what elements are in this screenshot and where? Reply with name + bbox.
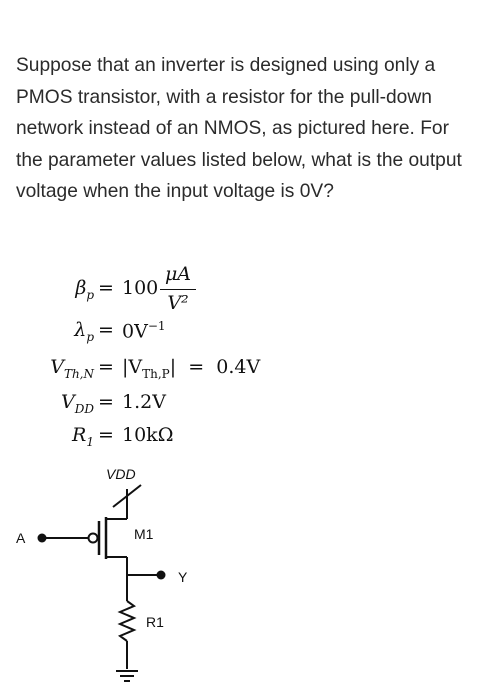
pmos-gate-bubble — [87, 532, 99, 544]
transistor-label: M1 — [134, 526, 154, 542]
vth-n-symbol: VTh,N — [50, 356, 94, 381]
beta-unit-fraction: μA V² — [160, 263, 196, 314]
output-terminal — [156, 570, 166, 580]
beta-unit-denominator: V² — [167, 292, 189, 314]
vdd-rail-slash — [112, 484, 142, 508]
output-label: Y — [178, 569, 188, 585]
question-line-5: voltage when the input voltage is 0V? — [16, 181, 334, 202]
beta-unit-numerator: μA — [164, 263, 192, 285]
vdd-value: 1.2V — [122, 391, 166, 413]
question-line-1: Suppose that an inverter is designed usi… — [16, 55, 436, 76]
r1-symbol: R1 — [72, 424, 94, 449]
lambda-value: 0V−1 — [122, 319, 166, 343]
beta-symbol: βp — [75, 277, 94, 302]
question-text: Suppose that an inverter is designed usi… — [16, 50, 496, 208]
resistor-r1 — [117, 600, 137, 642]
param-vdd: VDD = 1.2V — [61, 391, 166, 416]
r1-value: 10kΩ — [122, 424, 174, 446]
vdd-symbol: VDD — [61, 391, 94, 416]
input-terminal — [37, 533, 47, 543]
param-r1: R1 = 10kΩ — [72, 424, 174, 449]
question-line-2: PMOS transistor, with a resistor for the… — [16, 86, 432, 108]
beta-value: 100 — [122, 277, 159, 299]
question-line-3: network instead of an NMOS, as pictured … — [16, 118, 449, 139]
vdd-label: VDD — [106, 466, 136, 482]
param-beta: βp = 100 μA V² — [0, 263, 320, 314]
vth-value: |VTh,P| = 0.4V — [122, 356, 261, 381]
resistor-label: R1 — [146, 614, 164, 630]
inverter-schematic: VDD A M1 Y R1 — [16, 466, 188, 682]
question-line-4: the parameter values listed below, what … — [16, 149, 462, 171]
param-lambda: λp = 0V−1 — [74, 319, 166, 344]
lambda-symbol: λp — [74, 319, 94, 344]
param-vth: VTh,N = |VTh,P| = 0.4V — [50, 356, 261, 381]
ground-icon — [116, 670, 138, 682]
input-label: A — [16, 530, 26, 546]
